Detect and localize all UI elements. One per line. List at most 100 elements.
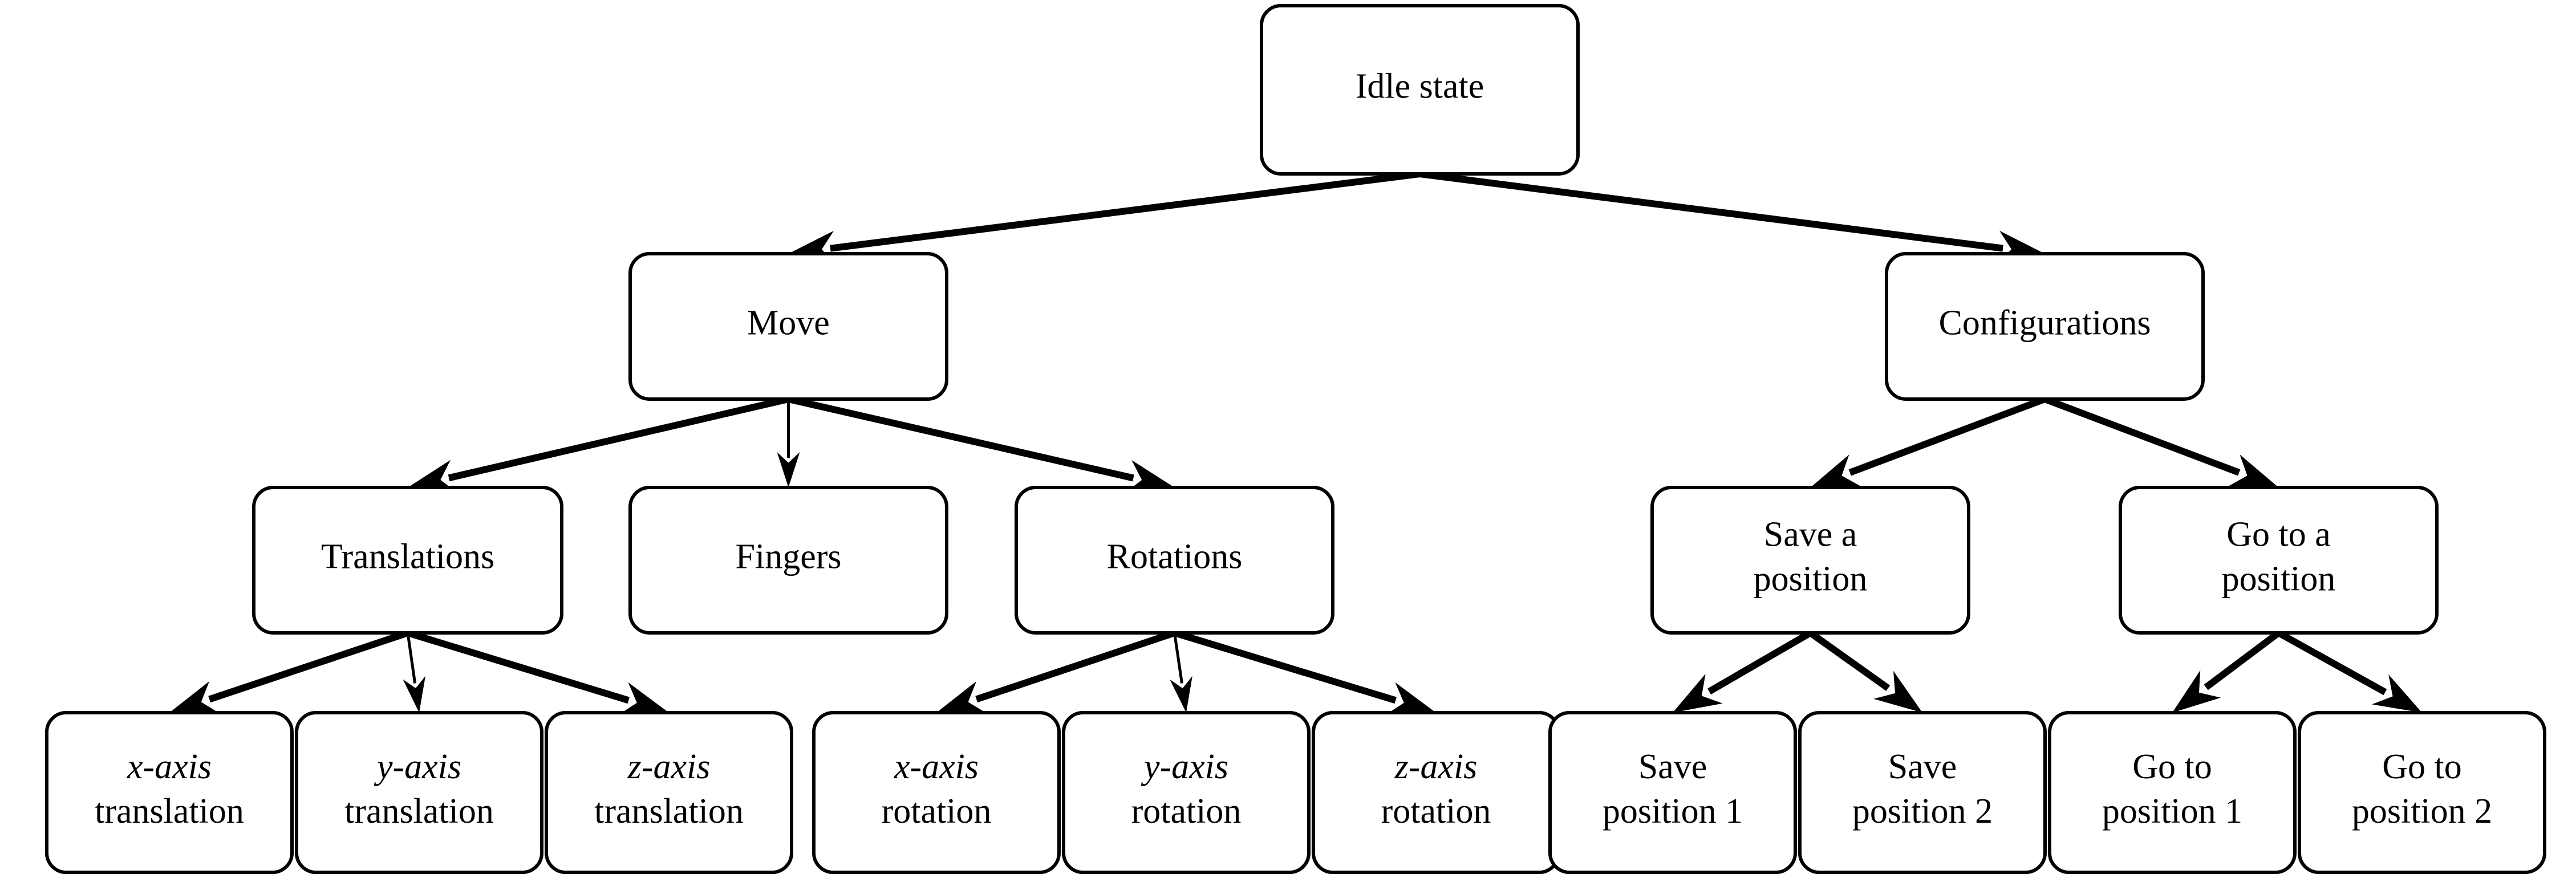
- node-box-save-position-1[interactable]: [1548, 711, 1797, 874]
- edges-layer: [169, 170, 2422, 716]
- edge-arrowhead-icon: [2172, 670, 2221, 713]
- node-move[interactable]: Move: [628, 252, 948, 401]
- edge-line: [407, 629, 630, 704]
- node-box-x-axis-translation[interactable]: [45, 711, 294, 874]
- edge-line: [1848, 396, 2046, 476]
- edge-line: [2277, 629, 2387, 696]
- node-label-fingers: Fingers: [736, 538, 842, 576]
- edge-arrowhead-icon: [1170, 676, 1192, 713]
- edge-line: [975, 629, 1176, 703]
- node-box-configurations[interactable]: [1885, 252, 2205, 401]
- edge-translations-to-y-axis-translation: [403, 632, 425, 713]
- edge-arrowhead-icon: [2228, 454, 2279, 487]
- edge-arrowhead-icon: [1873, 670, 1922, 713]
- edge-arrowhead-icon: [618, 682, 669, 716]
- node-box-move[interactable]: [628, 252, 948, 401]
- edge-save-a-position-to-save-position-1: [1673, 629, 1812, 713]
- node-box-x-axis-rotation[interactable]: [812, 711, 1061, 874]
- edge-line: [1419, 170, 2003, 252]
- node-box-rotations[interactable]: [1015, 486, 1334, 635]
- node-box-go-to-position-1[interactable]: [2048, 711, 2297, 874]
- node-box-fingers[interactable]: [628, 486, 948, 635]
- edge-save-a-position-to-save-position-2: [1808, 630, 1922, 713]
- node-box-z-axis-translation[interactable]: [545, 711, 793, 874]
- edge-configurations-to-save-a-position: [1810, 396, 2046, 487]
- edge-line: [406, 632, 417, 684]
- node-box-idle-state[interactable]: [1260, 4, 1580, 176]
- edge-move-to-rotations: [788, 396, 1175, 494]
- node-label-go-to-position-1-line1: Go to: [2132, 747, 2212, 786]
- edge-arrowhead-icon: [1673, 673, 1723, 713]
- edge-line: [788, 396, 1134, 482]
- node-box-go-to-a-position[interactable]: [2119, 486, 2439, 635]
- node-label-idle-state: Idle state: [1356, 67, 1484, 106]
- node-go-to-a-position[interactable]: Go to a position: [2119, 486, 2439, 635]
- edge-rotations-to-x-axis-rotation: [936, 629, 1176, 714]
- node-label-z-axis-translation-line2: translation: [594, 792, 744, 831]
- edge-idle-state-to-move: [788, 170, 1421, 265]
- node-label-save-a-position-line1: Save a: [1764, 515, 1857, 554]
- node-label-save-position-2-line2: position 2: [1852, 792, 1993, 831]
- node-x-axis-rotation[interactable]: x-axis rotation: [812, 711, 1061, 874]
- node-label-x-axis-translation-line2: translation: [95, 792, 244, 831]
- node-box-save-a-position[interactable]: [1650, 486, 1970, 635]
- node-label-y-axis-rotation-line2: rotation: [1131, 792, 1242, 831]
- node-label-z-axis-rotation-line1: z-axis: [1394, 747, 1478, 786]
- edge-arrowhead-icon: [169, 681, 221, 714]
- edge-arrowhead-icon: [1810, 454, 1861, 487]
- node-fingers[interactable]: Fingers: [628, 486, 948, 635]
- node-label-x-axis-rotation-line2: rotation: [882, 792, 992, 831]
- edge-line: [208, 629, 409, 703]
- edge-arrowhead-icon: [1385, 682, 1436, 716]
- edge-line: [1173, 629, 1397, 704]
- edge-move-to-translations: [408, 396, 789, 494]
- node-label-x-axis-rotation-line1: x-axis: [894, 747, 979, 786]
- node-box-translations[interactable]: [252, 486, 563, 635]
- edge-go-to-a-position-to-go-to-position-1: [2172, 630, 2281, 713]
- node-translations[interactable]: Translations: [252, 486, 563, 635]
- node-label-save-a-position-line2: position: [1754, 560, 1868, 599]
- node-rotations[interactable]: Rotations: [1015, 486, 1334, 635]
- edge-arrowhead-icon: [403, 676, 425, 713]
- node-box-go-to-position-2[interactable]: [2298, 711, 2546, 874]
- node-save-position-1[interactable]: Save position 1: [1548, 711, 1797, 874]
- node-label-go-to-a-position-line1: Go to a: [2226, 515, 2331, 554]
- edge-go-to-a-position-to-go-to-position-2: [2277, 629, 2422, 713]
- node-label-z-axis-rotation-line2: rotation: [1381, 792, 1491, 831]
- node-box-y-axis-rotation[interactable]: [1062, 711, 1311, 874]
- node-y-axis-rotation[interactable]: y-axis rotation: [1062, 711, 1311, 874]
- edge-arrowhead-icon: [777, 452, 800, 487]
- edge-rotations-to-y-axis-rotation: [1170, 632, 1192, 713]
- node-label-configurations: Configurations: [1939, 304, 2151, 343]
- edge-line: [2204, 630, 2281, 690]
- edge-line: [830, 170, 1421, 252]
- edge-arrowhead-icon: [936, 681, 988, 714]
- node-label-save-position-1-line1: Save: [1638, 747, 1707, 786]
- node-label-go-to-a-position-line2: position: [2222, 560, 2336, 599]
- edge-arrowhead-icon: [2372, 674, 2422, 713]
- node-box-save-position-2[interactable]: [1798, 711, 2047, 874]
- edge-arrowhead-icon: [408, 460, 459, 494]
- node-save-a-position[interactable]: Save a position: [1650, 486, 1970, 635]
- edge-idle-state-to-configurations: [1419, 170, 2045, 265]
- node-box-y-axis-translation[interactable]: [295, 711, 543, 874]
- node-label-go-to-position-2-line1: Go to: [2382, 747, 2462, 786]
- node-label-y-axis-translation-line1: y-axis: [374, 747, 461, 786]
- node-configurations[interactable]: Configurations: [1885, 252, 2205, 401]
- node-label-save-position-1-line2: position 1: [1603, 792, 1743, 831]
- edge-translations-to-x-axis-translation: [169, 629, 409, 714]
- node-z-axis-rotation[interactable]: z-axis rotation: [1312, 711, 1560, 874]
- edge-rotations-to-z-axis-rotation: [1173, 629, 1436, 716]
- node-idle-state[interactable]: Idle state: [1260, 4, 1580, 176]
- node-label-move: Move: [747, 304, 830, 343]
- node-label-y-axis-rotation-line1: y-axis: [1141, 747, 1228, 786]
- edge-move-to-fingers: [777, 399, 800, 487]
